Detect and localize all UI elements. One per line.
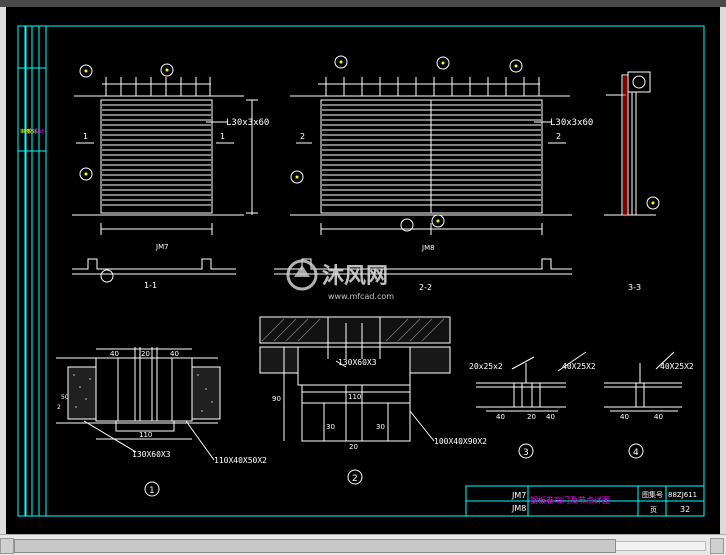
dim-100x40x90x2: 100X40X90X2 (434, 437, 487, 446)
scroll-thumb[interactable] (14, 539, 616, 553)
section-3-3-side (604, 71, 660, 216)
dim-40d: 40 (546, 413, 555, 421)
left-title-strip: 审核 校对 设计 (17, 25, 47, 517)
dim-130x60x3-a: 130X60X3 (132, 450, 171, 459)
jm8-label: JM8 (421, 244, 435, 252)
detail-number-4: 4 (633, 448, 639, 458)
dim-40f: 40 (654, 413, 663, 421)
dim-20c: 20 (527, 413, 536, 421)
detail-4 (604, 351, 682, 459)
dim-30: 30 (326, 423, 335, 431)
title-jm7: JM7 (511, 491, 526, 500)
cad-canvas[interactable]: 审核 校对 设计 (6, 7, 720, 534)
section-title-3-3: 3-3 (628, 283, 641, 292)
page-value: 32 (680, 505, 690, 514)
dim-30b: 30 (376, 423, 385, 431)
angle-label-2: L30x3x60 (550, 118, 593, 128)
dim-40e: 40 (620, 413, 629, 421)
window-top-bar (0, 0, 726, 7)
horizontal-scrollbar[interactable] (0, 534, 726, 555)
detail-2 (259, 316, 451, 485)
strip-label-2: 校对 (27, 128, 37, 135)
dim-20x25x2: 20x25x2 (469, 362, 503, 371)
title-jm8: JM8 (511, 504, 526, 513)
jm7-label: JM7 (155, 243, 169, 251)
detail-number-1: 1 (149, 486, 155, 496)
balloon-marks-left (84, 68, 169, 176)
dim-50: 50 (61, 394, 69, 401)
drawing-title: 钢板卷帘门及节点详图 (530, 495, 610, 505)
dim-130x60x3-b: 130X60X3 (338, 358, 377, 367)
page-label: 页 (650, 506, 657, 514)
section-1-1 (72, 258, 236, 275)
strip-label-1: 审核 (20, 128, 30, 135)
detail-1 (56, 347, 221, 497)
watermark-url: www.mfcad.com (328, 292, 394, 301)
dim-110b: 110 (348, 393, 361, 401)
section-2-2 (274, 258, 572, 275)
detail-number-2: 2 (352, 474, 358, 484)
title-block (465, 485, 705, 517)
cad-drawing: 审核 校对 设计 (17, 25, 705, 517)
strip-label-3: 设计 (34, 128, 44, 135)
dim-110a: 110 (139, 431, 152, 439)
section-mark-1a: 1 (83, 132, 88, 141)
dim-40c: 40 (496, 413, 505, 421)
dim-40b: 40 (170, 350, 179, 358)
atlas-value: 88ZJ611 (668, 491, 697, 499)
dim-90: 90 (272, 395, 281, 403)
detail-3 (476, 351, 587, 459)
detail-2-hatch (261, 318, 445, 342)
balloons-left (79, 63, 174, 283)
section-mark-2a: 2 (300, 132, 305, 141)
section-mark-1b: 1 (220, 132, 225, 141)
section-mark-2b: 2 (556, 132, 561, 141)
detail-1-hatch (73, 374, 213, 412)
watermark-text: 沐风网 (322, 264, 388, 289)
angle-label-1: L30x3x60 (226, 118, 269, 128)
detail-number-3: 3 (523, 448, 529, 458)
balloons-middle (290, 55, 523, 232)
inner-frame (25, 25, 705, 517)
dim-40x25x2-a: 40X25X2 (562, 362, 596, 371)
dim-40a: 40 (110, 350, 119, 358)
dim-110x40x50x2: 110X40X50X2 (214, 456, 267, 465)
dim-20b: 20 (349, 443, 358, 451)
elevation-jm7 (72, 77, 258, 235)
atlas-label: 图集号 (642, 490, 663, 499)
dim-20a: 20 (141, 350, 150, 358)
scroll-left-arrow-icon[interactable] (0, 538, 14, 554)
scroll-right-arrow-icon[interactable] (710, 538, 724, 554)
dim-40x25x2-b: 40X25X2 (660, 362, 694, 371)
section-title-2-2: 2-2 (419, 283, 432, 292)
section-title-1-1: 1-1 (144, 281, 157, 290)
elevation-jm8 (290, 77, 572, 235)
dim-2: 2 (57, 404, 61, 411)
